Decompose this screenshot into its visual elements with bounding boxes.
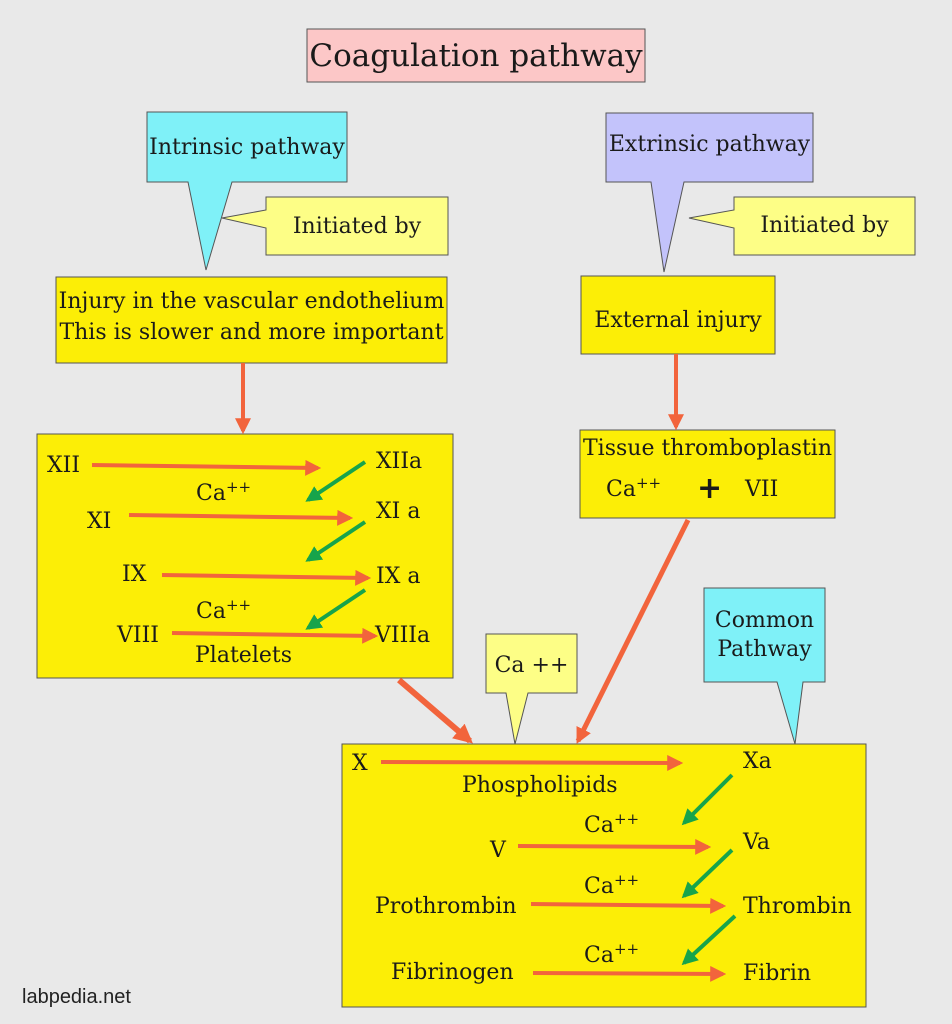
intrinsic-cause-line1: Injury in the vascular endothelium (58, 289, 445, 314)
common-cascade-box (341, 743, 867, 1008)
factor-xia: XI a (376, 499, 421, 524)
arrow-ixa-activates (305, 588, 367, 630)
calcium-superscript: ++ (225, 477, 252, 496)
arrow-xi-to-xia (128, 509, 354, 526)
arrow-ix-to-ixa (161, 569, 372, 586)
arrow-va-activates (681, 848, 734, 899)
arrow-prothrombin-to-thrombin (530, 897, 727, 914)
common-calcium-3: Ca++ (584, 941, 639, 968)
extrinsic-factor-box (579, 429, 836, 519)
intrinsic-calcium-1: Ca++ (196, 479, 251, 506)
fibrinogen-label: Fibrinogen (391, 960, 514, 985)
factor-viii: VIII (117, 623, 159, 648)
arrow-xa-activates (681, 773, 734, 826)
calcium-text: Ca (584, 813, 614, 838)
ca-callout (485, 633, 578, 745)
factor-ixa: IX a (376, 564, 421, 589)
factor-xa: Xa (743, 749, 772, 774)
factor-xii: XII (47, 453, 81, 478)
prothrombin-label: Prothrombin (375, 894, 517, 919)
calcium-text: Ca (584, 943, 614, 968)
external-injury-label: External injury (594, 308, 762, 333)
title-box (306, 28, 646, 83)
common-pathway-line1: Common (714, 608, 815, 633)
calcium-text: Ca (196, 599, 226, 624)
arrow-v-to-va (517, 838, 712, 855)
factor-viiia: VIIIa (375, 623, 431, 648)
extrinsic-callout (605, 112, 814, 273)
factor-va: Va (743, 830, 770, 855)
factor-ix: IX (122, 562, 147, 587)
common-callout (703, 587, 826, 745)
factor-v: V (490, 838, 506, 863)
factor-xiia: XIIa (376, 449, 423, 474)
common-calcium-1: Ca++ (584, 811, 639, 838)
thrombin-label: Thrombin (743, 894, 852, 919)
calcium-text: Ca (196, 481, 226, 506)
intrinsic-cause-line2: This is slower and more important (59, 320, 444, 345)
fibrin-label: Fibrin (743, 961, 812, 986)
arrow-xia-activates (305, 520, 367, 562)
intrinsic-cascade-box (36, 433, 454, 679)
intrinsic-initiated-callout (221, 196, 449, 256)
arrow-extrinsic-to-common (575, 518, 691, 744)
calcium-text: Ca (606, 477, 636, 502)
tissue-thromboplastin-label: Tissue thromboplastin (582, 436, 832, 461)
intrinsic-calcium-2: Ca++ (196, 597, 251, 624)
platelets-label: Platelets (195, 643, 293, 668)
extrinsic-initiated-callout (688, 196, 916, 256)
arrow-x-to-xa (380, 754, 684, 771)
intrinsic-callout (146, 111, 348, 271)
common-pathway-line2: Pathway (717, 637, 812, 662)
factor-vii-label: VII (745, 477, 779, 502)
factor-xi: XI (87, 509, 112, 534)
intrinsic-initiated-by: Initiated by (292, 214, 422, 239)
calcium-superscript: ++ (613, 870, 640, 889)
extrinsic-pathway-label: Extrinsic pathway (608, 132, 811, 157)
factor-x: X (352, 751, 368, 776)
calcium-superscript: ++ (635, 473, 662, 492)
common-calcium-2: Ca++ (584, 872, 639, 899)
intrinsic-pathway-label: Intrinsic pathway (149, 135, 345, 160)
diagram-title: Coagulation pathway (309, 38, 643, 74)
calcium-superscript: ++ (613, 939, 640, 958)
calcium-superscript: ++ (613, 809, 640, 828)
extrinsic-cause-box (580, 275, 776, 355)
calcium-text: Ca (584, 874, 614, 899)
arrow-fibrinogen-to-fibrin (532, 965, 727, 982)
site-credit: labpedia.net (22, 986, 131, 1008)
ca-callout-label: Ca ++ (494, 653, 569, 678)
intrinsic-cause-box (55, 276, 448, 364)
extrinsic-initiated-by: Initiated by (760, 213, 889, 238)
arrow-xiia-activates (305, 460, 367, 502)
arrow-intrinsic-to-common (397, 677, 473, 744)
arrow-xii-to-xiia (91, 459, 322, 476)
calcium-superscript: ++ (225, 595, 252, 614)
arrow-viii-to-viiia (171, 627, 379, 644)
arrow-thrombin-activates (681, 914, 737, 966)
phospholipids-label: Phospholipids (462, 773, 618, 798)
extrinsic-calcium: Ca++ (606, 475, 661, 502)
plus-sign: + (697, 471, 723, 506)
